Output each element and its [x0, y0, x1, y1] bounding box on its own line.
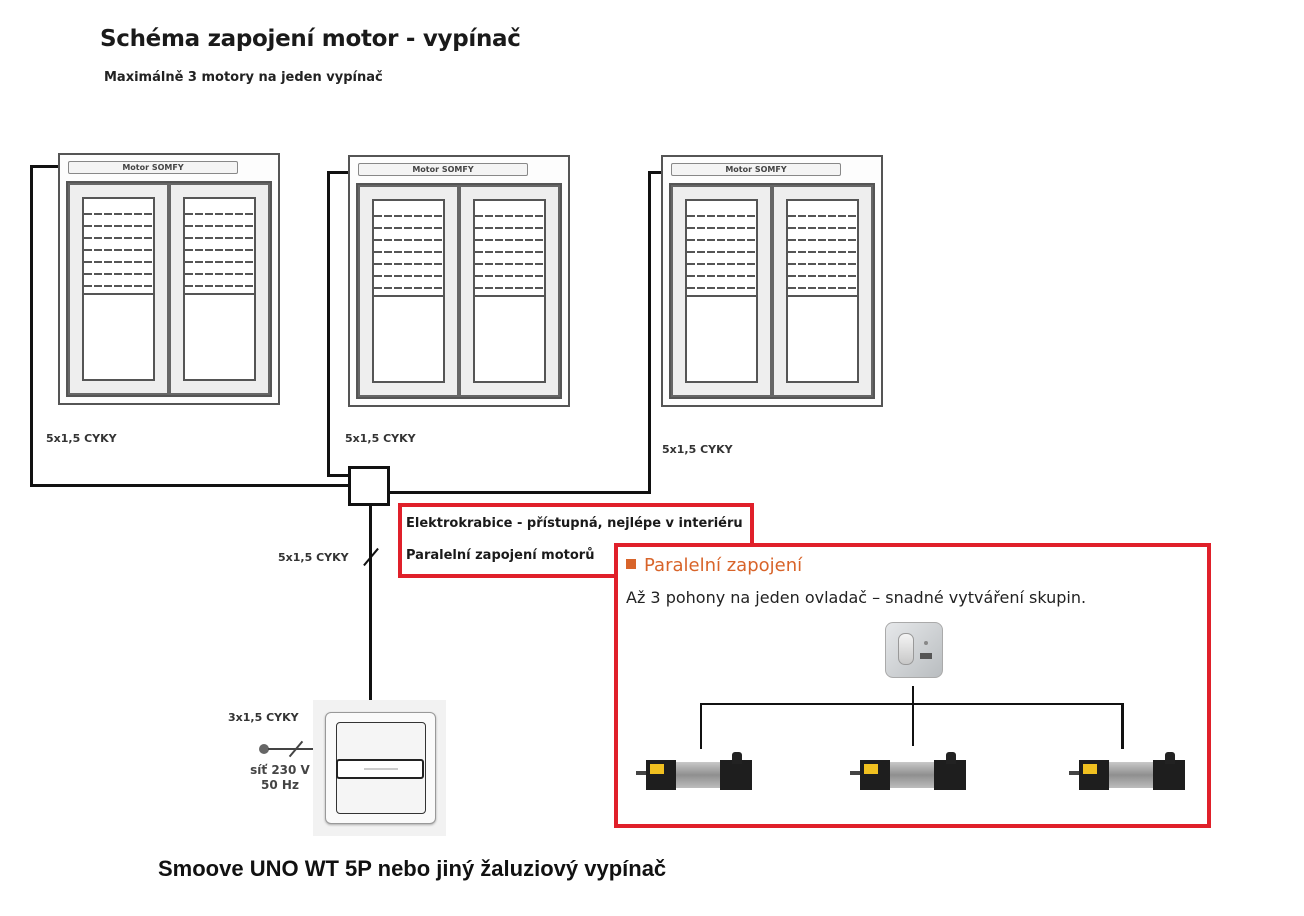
junction-note-line-2: Paralelní zapojení motorů — [406, 548, 595, 563]
controller-rocker — [898, 633, 914, 665]
motor-label: Motor SOMFY — [68, 161, 238, 174]
window-sash-left — [68, 183, 169, 395]
window-frame — [669, 183, 875, 399]
wire-w2-top — [327, 171, 349, 174]
mains-frequency: 50 Hz — [261, 778, 299, 792]
window-sash-right — [459, 185, 560, 397]
motor-label: Motor SOMFY — [358, 163, 528, 176]
tubular-motor-icon — [850, 752, 968, 794]
diagram-title: Schéma zapojení motor - vypínač — [100, 26, 521, 52]
wire-w3-bottom — [388, 491, 651, 494]
supply-cable-label: 3x1,5 CYKY — [228, 711, 299, 724]
roller-blind — [788, 201, 857, 297]
cable-label-window-1: 5x1,5 CYKY — [46, 432, 117, 445]
cable-label-window-3: 5x1,5 CYKY — [662, 443, 733, 456]
panel-wire-bus — [700, 703, 1124, 705]
window-3: Motor SOMFY — [661, 155, 883, 407]
mains-terminal-icon — [259, 744, 269, 754]
window-frame — [66, 181, 272, 397]
window-2: Motor SOMFY — [348, 155, 570, 407]
panel-wire-trunk — [912, 686, 914, 746]
parallel-panel-title-text: Paralelní zapojení — [644, 555, 803, 576]
panel-wire-drop-1 — [700, 703, 702, 749]
parallel-panel-description: Až 3 pohony na jeden ovladač – snadné vy… — [626, 588, 1087, 607]
window-sash-right — [169, 183, 270, 395]
roller-blind — [185, 199, 254, 295]
motor-label: Motor SOMFY — [671, 163, 841, 176]
square-bullet-icon — [626, 559, 636, 569]
wire-w1-vertical — [30, 165, 33, 487]
wire-w3-top — [648, 171, 662, 174]
wire-w2-vertical — [327, 171, 330, 476]
controller-led — [924, 641, 928, 645]
mains-label: síť 230 V 50 Hz — [240, 763, 320, 793]
window-sash-left — [358, 185, 459, 397]
parallel-panel-title: Paralelní zapojení — [626, 555, 802, 576]
wire-w2-bottom — [327, 474, 349, 477]
supply-wire — [268, 748, 314, 750]
wire-w3-vertical — [648, 171, 651, 494]
wall-controller-icon — [885, 622, 943, 678]
controller-badge — [920, 653, 932, 659]
window-sash-left — [671, 185, 772, 397]
switch-plate — [325, 712, 436, 824]
tubular-motor-icon — [1069, 752, 1187, 794]
roller-blind — [475, 201, 544, 297]
junction-note-line-1: Elektrokrabice - přístupná, nejlépe v in… — [406, 516, 743, 531]
cable-label-to-switch: 5x1,5 CYKY — [278, 551, 349, 564]
mains-voltage: síť 230 V — [250, 763, 310, 777]
switch-key — [336, 759, 424, 779]
wire-w1-top — [30, 165, 60, 168]
window-frame — [356, 183, 562, 399]
wire-to-switch — [369, 504, 372, 700]
switch-rocker — [336, 722, 426, 814]
tubular-motor-icon — [636, 752, 754, 794]
diagram-subtitle: Maximálně 3 motory na jeden vypínač — [104, 70, 383, 85]
window-1: Motor SOMFY — [58, 153, 280, 405]
junction-box — [348, 466, 390, 506]
blind-switch-icon — [313, 700, 446, 836]
switch-caption: Smoove UNO WT 5P nebo jiný žaluziový vyp… — [158, 856, 667, 881]
cable-label-window-2: 5x1,5 CYKY — [345, 432, 416, 445]
roller-blind — [84, 199, 153, 295]
window-sash-right — [772, 185, 873, 397]
wire-w1-bottom — [30, 484, 350, 487]
roller-blind — [374, 201, 443, 297]
panel-wire-drop-3 — [1121, 703, 1124, 749]
roller-blind — [687, 201, 756, 297]
